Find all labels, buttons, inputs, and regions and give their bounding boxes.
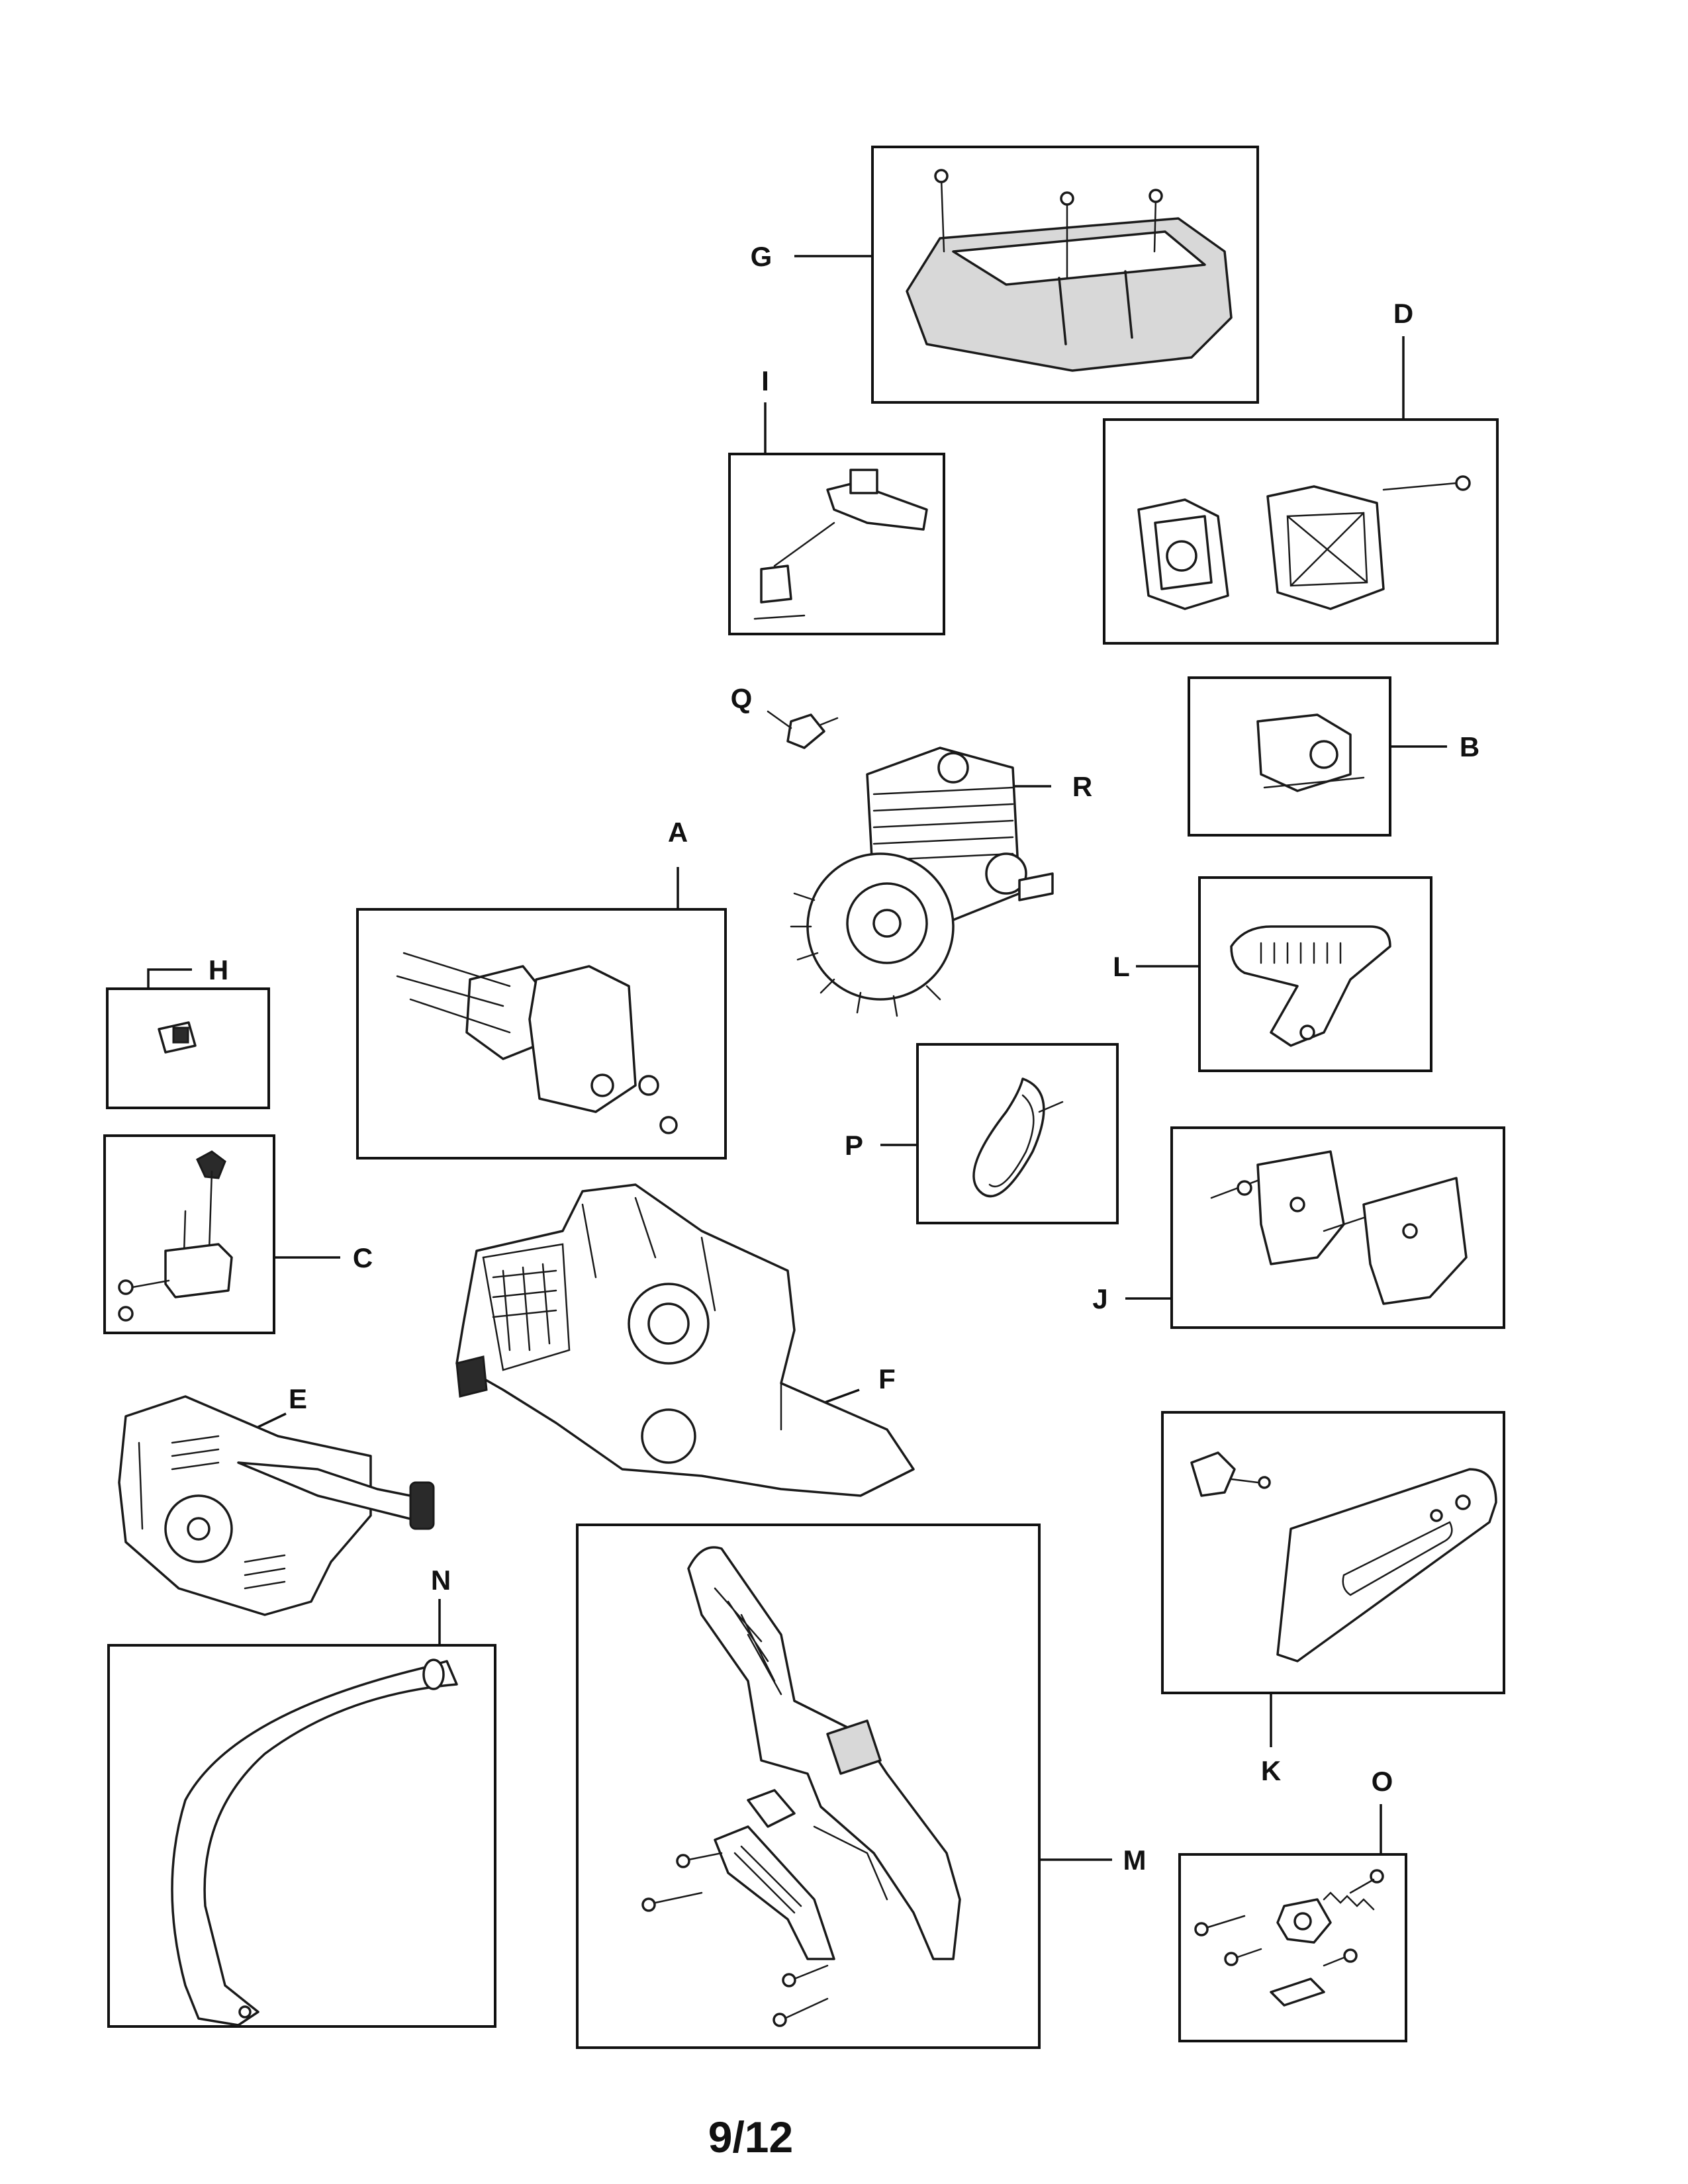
filter-base (1137, 498, 1229, 610)
callout-f: F (878, 1363, 896, 1394)
callout-l: L (1113, 951, 1130, 982)
front-handle (171, 1659, 458, 2026)
group-d: D (1103, 298, 1499, 645)
flywheel (790, 852, 955, 1017)
group-l: L (1113, 876, 1432, 1072)
callout-q: Q (731, 683, 753, 714)
callout-a: A (668, 817, 688, 848)
choke-rod (753, 469, 928, 620)
callout-o: O (1372, 1766, 1393, 1797)
group-r: R (790, 747, 1092, 1017)
guide-bar (1190, 1451, 1497, 1662)
callout-e: E (289, 1383, 307, 1414)
callout-g: G (751, 241, 773, 272)
callout-c: C (353, 1242, 373, 1273)
group-n: N (107, 1565, 496, 2028)
group-p: P (845, 1043, 1119, 1224)
frame-c (103, 1134, 275, 1334)
top-cover (906, 169, 1233, 372)
oil-pump-kit (1194, 1869, 1384, 2007)
group-e: E (118, 1383, 435, 1616)
group-g: G (751, 146, 1259, 404)
callout-b: B (1460, 731, 1479, 762)
callout-r: R (1072, 771, 1092, 802)
frame-l (1198, 876, 1432, 1072)
starter-housing (118, 1395, 435, 1616)
small-grommet (158, 1021, 197, 1054)
group-i: I (728, 365, 945, 635)
callout-h: H (209, 954, 228, 985)
frame-m (576, 1524, 1041, 2049)
callout-n: N (431, 1565, 451, 1596)
group-h: H (106, 954, 270, 1109)
callout-p: P (845, 1130, 863, 1161)
spark-plug (767, 710, 839, 749)
group-b: B (1188, 676, 1479, 837)
brake-handle (1230, 925, 1391, 1047)
group-o: O (1178, 1766, 1407, 2042)
callout-j: J (1092, 1283, 1107, 1314)
frame-i (728, 453, 945, 635)
engine-housing (455, 1183, 915, 1497)
callout-k: K (1261, 1755, 1281, 1786)
muffler (396, 952, 678, 1134)
group-k: K (1161, 1411, 1505, 1786)
group-a: A (356, 817, 727, 1160)
carburetor (1256, 713, 1365, 792)
bar-plates (1210, 1150, 1468, 1305)
throttle-trigger (714, 1789, 888, 1960)
ignition-module (118, 1150, 233, 1322)
group-j: J (1092, 1126, 1505, 1329)
group-m: M (576, 1524, 1147, 2049)
callout-m: M (1123, 1844, 1147, 1876)
clutch-strap (972, 1077, 1064, 1198)
callout-d: D (1393, 298, 1413, 329)
rear-handle (687, 1546, 961, 1960)
leader-h (147, 968, 192, 989)
group-c: C (103, 1134, 373, 1334)
group-f: F (455, 1183, 915, 1497)
handle-screws (641, 1852, 829, 2027)
group-q: Q (731, 683, 839, 749)
page-number: 9/12 (708, 2113, 793, 2161)
callout-i: I (761, 365, 769, 396)
frame-n (107, 1644, 496, 2028)
frame-o (1178, 1853, 1407, 2042)
filter-cover (1266, 475, 1471, 610)
